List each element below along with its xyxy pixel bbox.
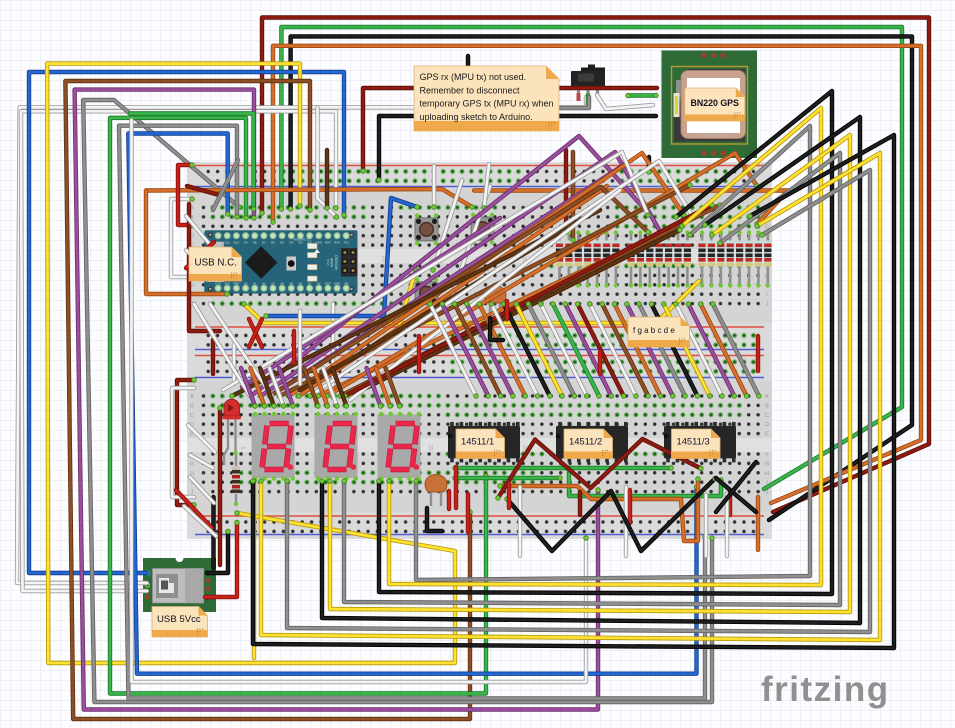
svg-text:25: 25 xyxy=(427,445,433,451)
svg-text:VIN: VIN xyxy=(344,281,349,285)
svg-text:35: 35 xyxy=(521,445,527,451)
svg-text:5V: 5V xyxy=(317,281,321,285)
svg-text:H: H xyxy=(190,471,194,477)
svg-text:I: I xyxy=(766,480,768,486)
svg-text:20: 20 xyxy=(380,256,386,262)
svg-text:14511/2: 14511/2 xyxy=(569,436,602,447)
svg-text:C: C xyxy=(765,413,769,419)
svg-text:B: B xyxy=(190,215,194,221)
svg-text:H: H xyxy=(190,283,194,289)
svg-text:REF: REF xyxy=(233,281,239,285)
svg-text:V3.0: V3.0 xyxy=(326,259,330,266)
svg-text:D10: D10 xyxy=(234,241,240,245)
svg-text:NANO: NANO xyxy=(330,257,334,267)
svg-text:E: E xyxy=(765,432,769,438)
svg-text:A: A xyxy=(190,206,194,212)
svg-text:A1: A1 xyxy=(253,281,257,285)
svg-text:ARDUINO: ARDUINO xyxy=(335,255,339,270)
svg-text:A: A xyxy=(765,394,769,400)
svg-text:C: C xyxy=(190,413,194,419)
svg-text:D: D xyxy=(190,234,194,240)
svg-text:A7: A7 xyxy=(308,281,312,285)
svg-text:D2: D2 xyxy=(308,241,312,245)
svg-text:E: E xyxy=(190,243,194,249)
svg-text:14511/1: 14511/1 xyxy=(461,436,494,447)
svg-text:B: B xyxy=(765,403,769,409)
svg-text:GPS rx (MPU tx) not used.: GPS rx (MPU tx) not used. xyxy=(420,72,527,82)
svg-text:I: I xyxy=(766,292,768,298)
svg-text:RX0: RX0 xyxy=(334,241,340,245)
svg-text:fritzing: fritzing xyxy=(761,670,890,709)
svg-text:B: B xyxy=(190,403,194,409)
svg-text:J: J xyxy=(191,490,194,496)
svg-text:C: C xyxy=(765,224,769,230)
svg-text:A2: A2 xyxy=(262,281,266,285)
svg-text:D: D xyxy=(765,422,769,428)
svg-text:Remember to disconnect: Remember to disconnect xyxy=(420,85,521,95)
svg-text:E: E xyxy=(190,432,194,438)
svg-text:D4: D4 xyxy=(289,241,293,245)
svg-text:5x5 M904-W3: 5x5 M904-W3 xyxy=(700,133,727,138)
svg-text:GND: GND xyxy=(334,281,342,285)
svg-text:D13: D13 xyxy=(215,281,221,285)
svg-text:H: H xyxy=(765,471,769,477)
svg-text:A0: A0 xyxy=(244,281,248,285)
svg-text:3V3: 3V3 xyxy=(225,281,231,285)
svg-text:A6: A6 xyxy=(299,281,303,285)
svg-text:TX1: TX1 xyxy=(343,241,349,245)
svg-text:RST: RST xyxy=(325,241,331,245)
svg-text:D12: D12 xyxy=(215,241,221,245)
svg-text:GND: GND xyxy=(315,241,323,245)
svg-text:D8: D8 xyxy=(253,241,257,245)
svg-text:uploading sketch to Arduino.: uploading sketch to Arduino. xyxy=(420,112,533,122)
svg-text:5: 5 xyxy=(239,446,245,449)
svg-text:BN220 GPS: BN220 GPS xyxy=(691,98,740,108)
svg-text:USB N.C.: USB N.C. xyxy=(195,258,237,269)
svg-text:ARDUINO.CC: ARDUINO.CC xyxy=(293,238,311,242)
svg-text:f g a b c d e: f g a b c d e xyxy=(633,326,675,335)
svg-text:14511/3: 14511/3 xyxy=(677,436,710,447)
svg-text:D9: D9 xyxy=(244,241,248,245)
svg-text:F: F xyxy=(765,452,769,458)
svg-text:J: J xyxy=(766,302,769,308)
svg-text:I: I xyxy=(191,480,193,486)
svg-text:D: D xyxy=(190,422,194,428)
svg-text:RST: RST xyxy=(325,281,331,285)
svg-text:D6: D6 xyxy=(271,241,275,245)
svg-text:A: A xyxy=(190,394,194,400)
svg-text:G: G xyxy=(190,461,194,467)
svg-text:G: G xyxy=(765,461,769,467)
svg-text:35: 35 xyxy=(521,256,527,262)
svg-text:D5: D5 xyxy=(280,241,284,245)
svg-text:A3: A3 xyxy=(271,281,275,285)
svg-text:A4: A4 xyxy=(280,281,284,285)
svg-text:USB 5Vcc: USB 5Vcc xyxy=(157,614,201,625)
svg-text:25: 25 xyxy=(427,256,433,262)
svg-text:J: J xyxy=(766,490,769,496)
svg-text:temporary GPS tx (MPU rx) when: temporary GPS tx (MPU rx) when xyxy=(420,99,554,109)
svg-text:D3: D3 xyxy=(298,241,302,245)
svg-text:A5: A5 xyxy=(289,281,293,285)
svg-text:D7: D7 xyxy=(262,241,266,245)
svg-text:D11: D11 xyxy=(225,241,231,245)
